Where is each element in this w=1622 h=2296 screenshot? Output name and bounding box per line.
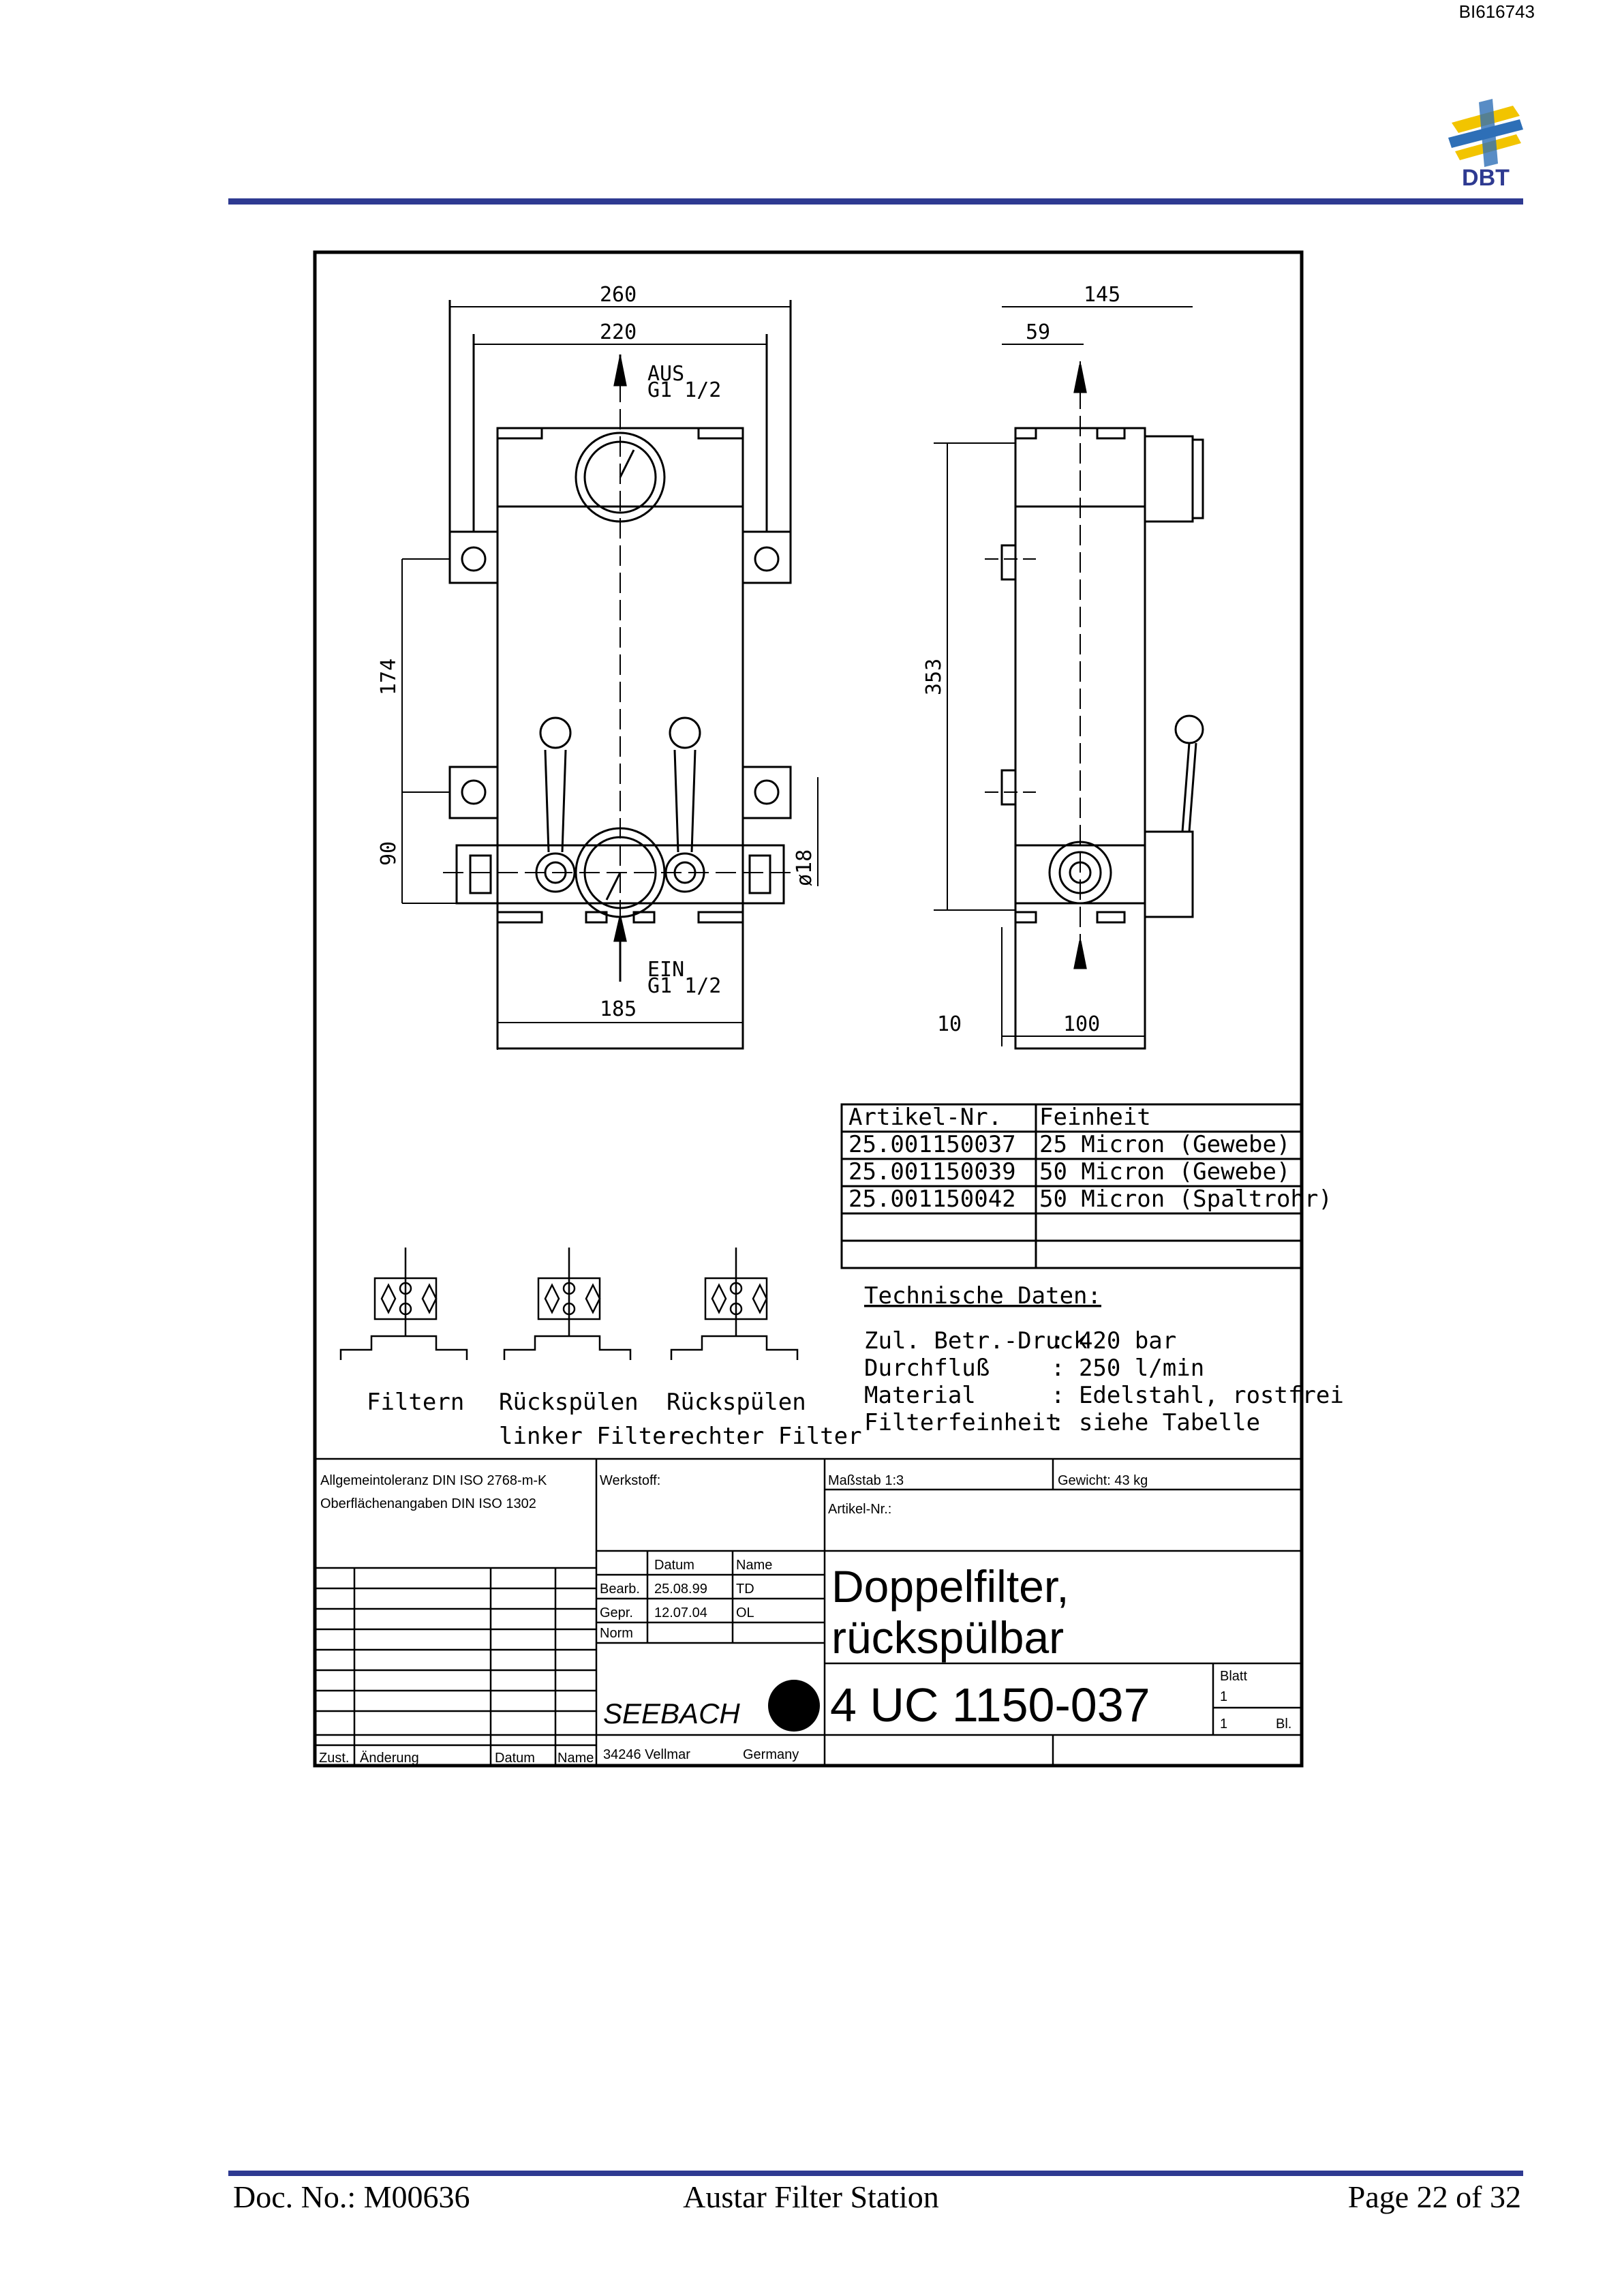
dim-d18: ø18	[793, 849, 816, 886]
dbt-logo-icon: DBT	[1448, 99, 1523, 191]
gepr-name: OL	[736, 1605, 754, 1620]
mode-rueckspuelen-rechts: Rückspülen	[667, 1389, 806, 1416]
datum-label: Datum	[495, 1751, 535, 1766]
mode-linker-filter: linker Filter	[499, 1423, 680, 1450]
norm-label: Norm	[600, 1626, 633, 1641]
weight-label: Gewicht: 43 kg	[1058, 1473, 1148, 1488]
bearb-date: 25.08.99	[654, 1582, 707, 1597]
dim-353: 353	[922, 659, 946, 695]
scale-label: Maßstab 1:3	[828, 1473, 904, 1488]
zust-label: Zust.	[319, 1751, 349, 1766]
artikel-label: Artikel-Nr.:	[828, 1502, 891, 1517]
tech-title: Technische Daten:	[864, 1282, 1101, 1310]
tech-value: : 250 l/min	[1051, 1355, 1204, 1382]
gepr-date: 12.07.04	[654, 1605, 707, 1620]
company-country: Germany	[743, 1747, 799, 1762]
mode-rechter-filter: rechter Filter	[667, 1423, 862, 1450]
table-header-artikel: Artikel-Nr.	[848, 1104, 1002, 1131]
werkstoff-label: Werkstoff:	[600, 1473, 660, 1488]
part-number: 4 UC 1150-037	[830, 1678, 1150, 1732]
table-cell: 25.001150042	[848, 1185, 1016, 1213]
hydraulic-symbols	[339, 1248, 799, 1360]
table-cell: 25.001150039	[848, 1158, 1016, 1185]
dim-260: 260	[600, 283, 637, 307]
table-cell: 25.001150037	[848, 1131, 1016, 1158]
port-in-thread: G1 1/2	[647, 974, 721, 998]
dim-100: 100	[1063, 1012, 1100, 1036]
seebach-logo-icon	[768, 1680, 820, 1732]
footer-page-number: Page 22 of 32	[1347, 2179, 1521, 2214]
blatt-total: 1	[1220, 1717, 1227, 1732]
surface-note: Oberflächenangaben DIN ISO 1302	[320, 1496, 536, 1511]
company-name: SEEBACH	[603, 1697, 740, 1729]
side-view	[934, 306, 1204, 1050]
tech-label: Zul. Betr.-Druck	[864, 1327, 1088, 1355]
table-cell: 50 Micron (Gewebe)	[1039, 1158, 1290, 1185]
port-out-thread: G1 1/2	[647, 378, 721, 402]
mode-filtern: Filtern	[367, 1389, 464, 1416]
tech-value: : Edelstahl, rostfrei	[1051, 1382, 1344, 1409]
dim-90: 90	[377, 841, 401, 866]
logo-text: DBT	[1462, 165, 1510, 191]
name-header: Name	[736, 1558, 772, 1573]
table-header-feinheit: Feinheit	[1039, 1104, 1151, 1131]
blatt-number: 1	[1220, 1689, 1227, 1704]
table-cell: 25 Micron (Gewebe)	[1039, 1131, 1290, 1158]
dim-174: 174	[377, 659, 401, 695]
gepr-label: Gepr.	[600, 1605, 633, 1620]
port-out-label: AUS	[647, 362, 684, 386]
document-id: BI616743	[1458, 1, 1535, 22]
mode-rueckspuelen-links: Rückspülen	[499, 1389, 639, 1416]
aenderung-label: Änderung	[360, 1751, 419, 1766]
dim-185: 185	[600, 997, 637, 1021]
footer-doc-number: Doc. No.: M00636	[233, 2179, 470, 2214]
blatt-label: Blatt	[1220, 1669, 1247, 1684]
bearb-name: TD	[736, 1582, 754, 1597]
datum-header: Datum	[654, 1558, 694, 1573]
tech-value: : siehe Tabelle	[1051, 1409, 1260, 1436]
dim-10: 10	[937, 1012, 962, 1036]
header-rule	[228, 198, 1523, 205]
dim-145: 145	[1084, 283, 1120, 307]
dim-59: 59	[1026, 320, 1050, 344]
article-table	[840, 1103, 1303, 1269]
front-view	[401, 300, 818, 1050]
tech-label: Durchfluß	[864, 1355, 990, 1382]
tech-label: Material	[864, 1382, 976, 1409]
drawing-title-line1: Doppelfilter,	[831, 1561, 1069, 1612]
footer-rule	[228, 2171, 1523, 2176]
port-in-label: EIN	[647, 958, 684, 982]
dim-220: 220	[600, 320, 637, 344]
bl-label: Bl.	[1276, 1717, 1291, 1732]
tech-label: Filterfeinheit	[864, 1409, 1060, 1436]
name-label: Name	[557, 1751, 594, 1766]
drawing-frame	[313, 250, 1304, 1768]
tolerance-note: Allgemeintoleranz DIN ISO 2768-m-K	[320, 1473, 547, 1488]
title-block	[315, 1457, 1302, 1766]
bearb-label: Bearb.	[600, 1582, 640, 1597]
tech-value: : 420 bar	[1051, 1327, 1176, 1355]
company-address: 34246 Vellmar	[603, 1747, 690, 1762]
drawing-title-line2: rückspülbar	[831, 1612, 1064, 1663]
table-cell: 50 Micron (Spaltrohr)	[1039, 1185, 1332, 1213]
footer-title: Austar Filter Station	[683, 2179, 939, 2214]
